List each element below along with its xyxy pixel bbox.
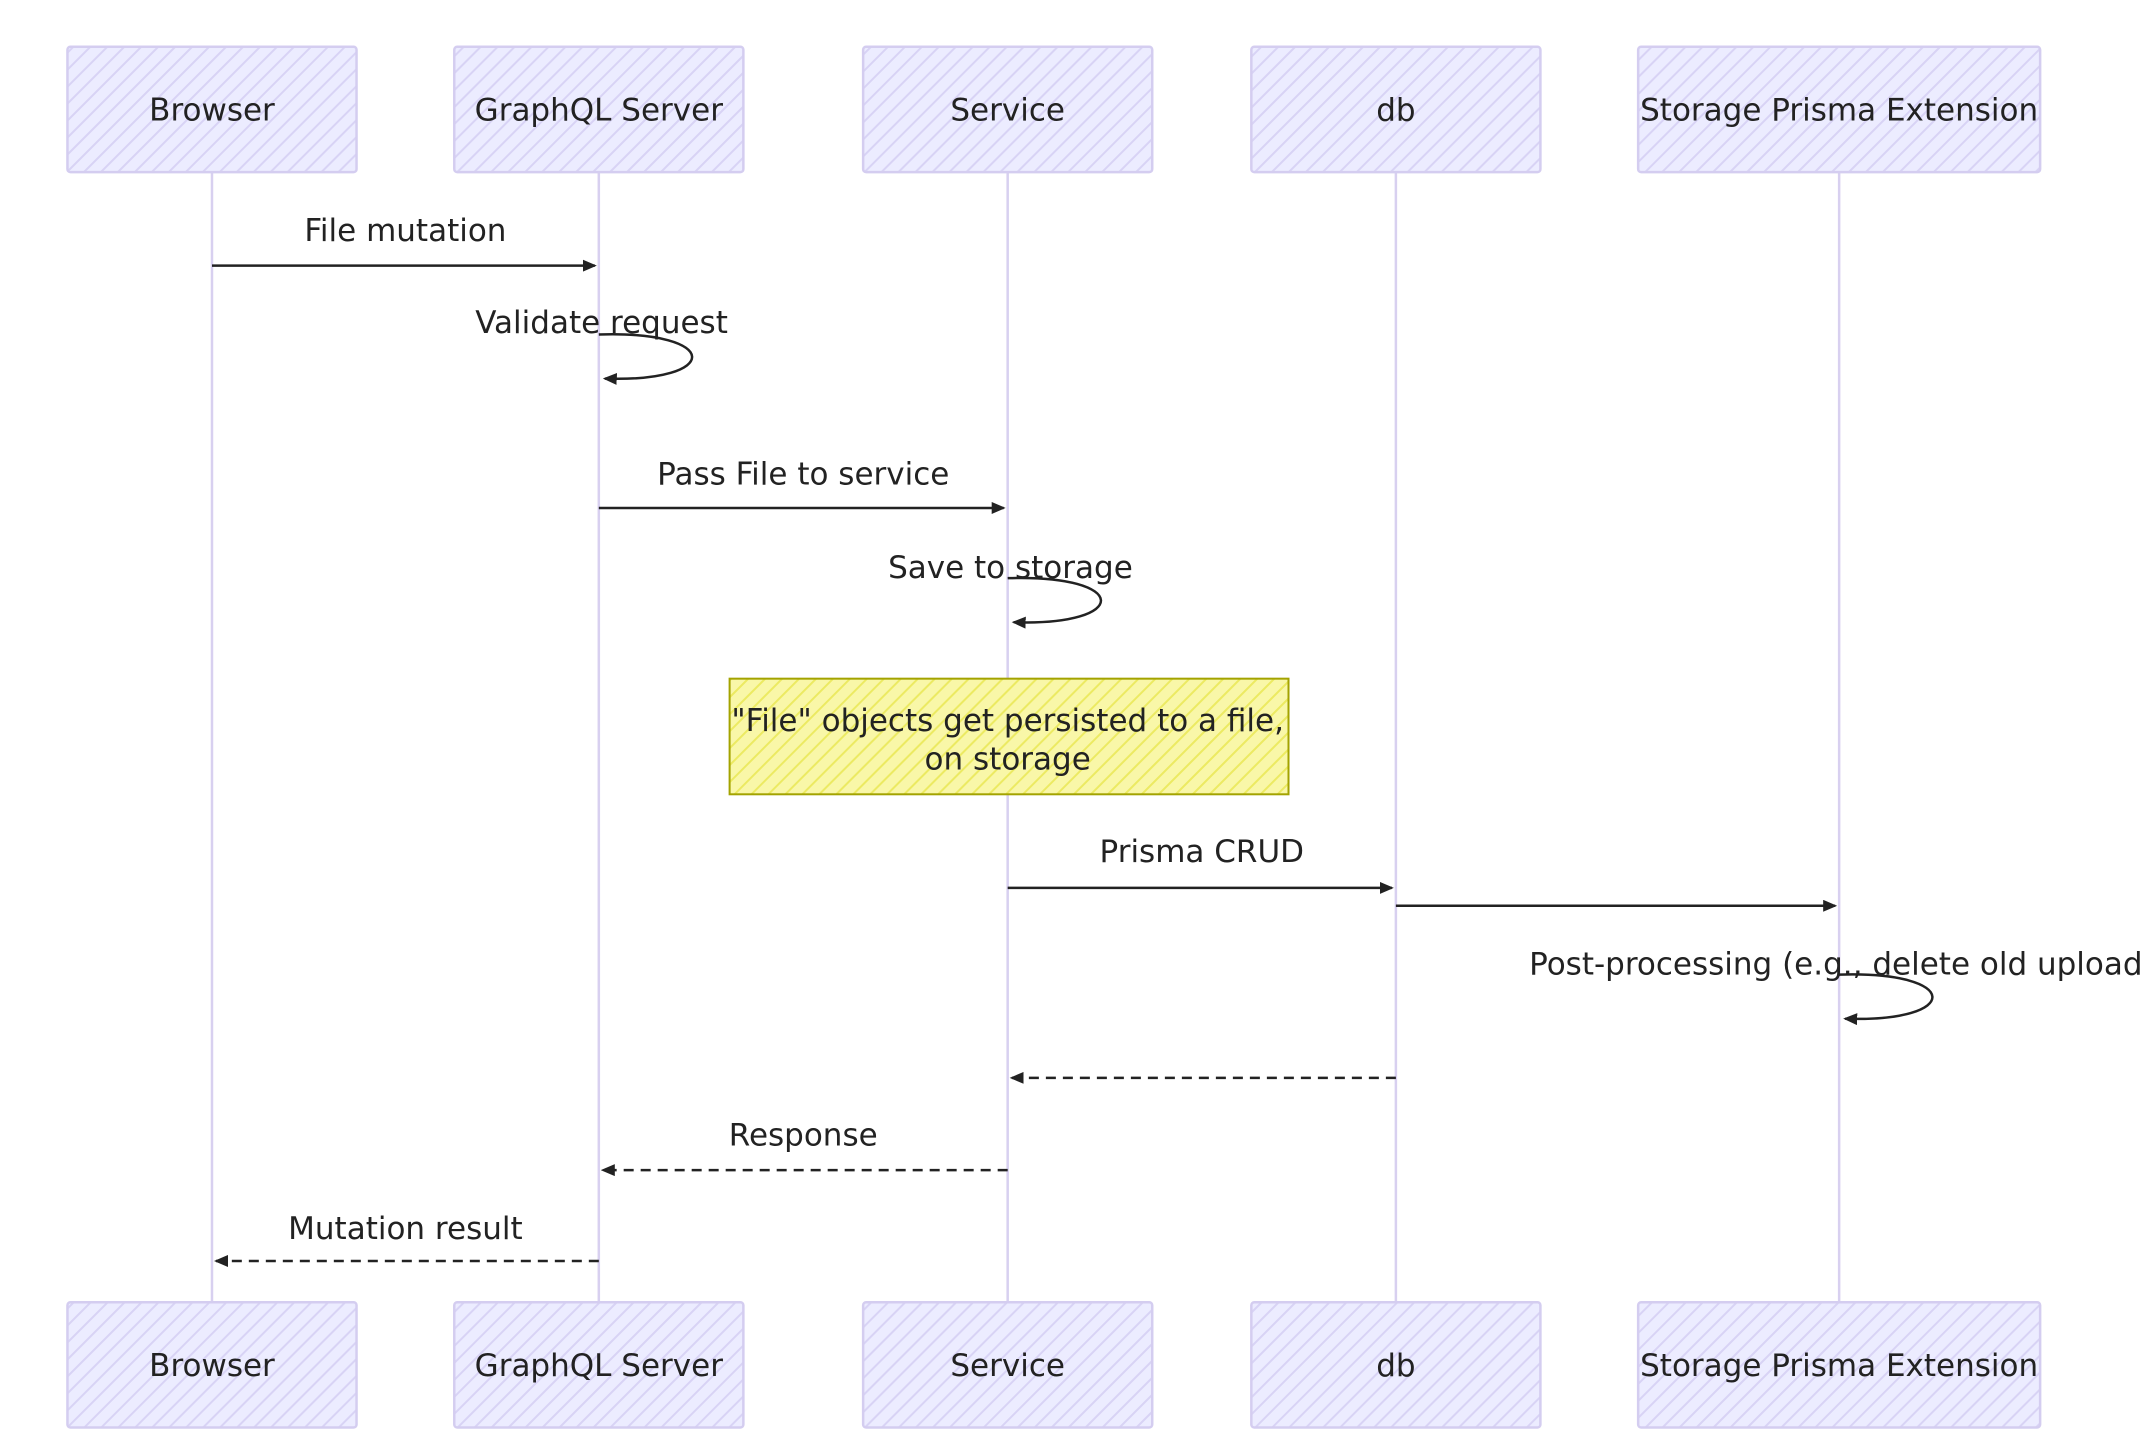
message-label: Validate request xyxy=(475,305,728,341)
actor-service-top: Service xyxy=(861,45,1154,174)
actor-label: db xyxy=(1376,1348,1415,1384)
actor-box xyxy=(1636,45,2042,174)
actor-box xyxy=(66,1301,358,1429)
actor-box xyxy=(1250,1301,1542,1429)
note-line: on storage xyxy=(925,742,1091,778)
actor-box xyxy=(1636,1301,2042,1429)
message-label: Save to storage xyxy=(888,550,1133,586)
actor-box xyxy=(861,45,1154,174)
actor-box xyxy=(453,45,745,174)
message-9: Response xyxy=(600,1117,1008,1177)
actor-db-bottom: db xyxy=(1250,1301,1542,1429)
actor-browser-bottom: Browser xyxy=(66,1301,358,1429)
message-3: Pass File to service xyxy=(598,457,1006,514)
actor-graphql-bottom: GraphQL Server xyxy=(453,1301,745,1429)
note: "File" objects get persisted to a file,o… xyxy=(728,677,1290,796)
actor-ext-top: Storage Prisma Extension xyxy=(1636,45,2042,174)
actor-db-top: db xyxy=(1250,45,1542,174)
message-label: Pass File to service xyxy=(657,457,949,493)
message-label: File mutation xyxy=(304,213,506,249)
actor-box xyxy=(66,45,358,174)
actor-graphql-top: GraphQL Server xyxy=(453,45,745,174)
message-4: Save to storage xyxy=(888,550,1133,629)
message-5: Prisma CRUD xyxy=(1007,834,1394,894)
actor-label: GraphQL Server xyxy=(475,1348,724,1384)
self-message-arrow xyxy=(1007,576,1103,629)
message-2: Validate request xyxy=(475,305,728,385)
self-message-arrow xyxy=(1839,973,1934,1026)
message-label: Mutation result xyxy=(288,1211,522,1247)
actor-label: Browser xyxy=(149,92,275,128)
message-label: Response xyxy=(729,1117,878,1153)
actors-bottom: Browser GraphQL Server Service db Storage Pr… xyxy=(66,1301,2042,1429)
message-10: Mutation result xyxy=(213,1211,599,1267)
actor-service-bottom: Service xyxy=(861,1301,1154,1429)
actor-browser-top: Browser xyxy=(66,45,358,174)
actor-label: Storage Prisma Extension xyxy=(1640,1348,2038,1384)
note-layer: "File" objects get persisted to a file,o… xyxy=(728,677,1290,796)
actors-top: Browser GraphQL Server Service db Storage Pr… xyxy=(66,45,2042,174)
actor-label: db xyxy=(1376,92,1415,128)
note-box xyxy=(728,677,1290,796)
actor-label: Storage Prisma Extension xyxy=(1640,92,2038,128)
actor-box xyxy=(861,1301,1154,1429)
message-label: Prisma CRUD xyxy=(1100,834,1304,870)
actor-label: Browser xyxy=(149,1348,275,1384)
message-label: Post-processing (e.g., delete old upload… xyxy=(1529,947,2142,983)
actor-label: Service xyxy=(950,1348,1065,1384)
actor-ext-bottom: Storage Prisma Extension xyxy=(1636,1301,2042,1429)
actor-label: Service xyxy=(950,92,1065,128)
message-7: Post-processing (e.g., delete old upload… xyxy=(1529,947,2142,1026)
actor-box xyxy=(1250,45,1542,174)
actor-label: GraphQL Server xyxy=(475,92,724,128)
note-line: "File" objects get persisted to a file, xyxy=(731,703,1284,739)
message-1: File mutation xyxy=(211,213,597,272)
actor-box xyxy=(453,1301,745,1429)
self-message-arrow xyxy=(598,333,694,385)
